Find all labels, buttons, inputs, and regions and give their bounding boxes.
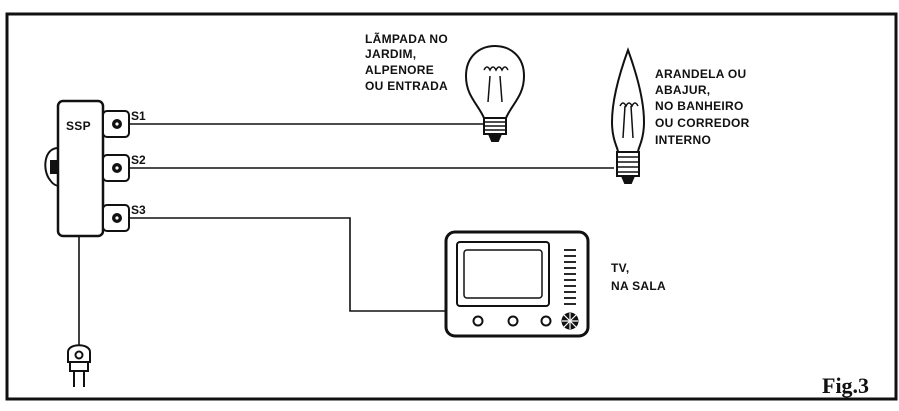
outlet-label-s2: S2 bbox=[131, 153, 146, 167]
outlet-s1 bbox=[102, 110, 130, 138]
bulb-label-line: ALPENORE bbox=[365, 63, 434, 77]
candle-label-line: ABAJUR, bbox=[655, 83, 710, 97]
ssp-device: SSP S1 S2 S3 bbox=[44, 99, 146, 238]
candle-bulb-icon bbox=[610, 47, 646, 184]
tv-label-line: NA SALA bbox=[611, 279, 666, 293]
candle-label-line: ARANDELA OU bbox=[655, 67, 747, 81]
tv-knob-icon bbox=[507, 315, 519, 327]
outlet-s2 bbox=[102, 154, 130, 182]
ssp-label: SSP bbox=[66, 119, 91, 133]
tv-knob-icon bbox=[472, 315, 484, 327]
bulb-label-line: OU ENTRADA bbox=[365, 79, 448, 93]
bulb-label: LÃMPADA NO JARDIM, ALPENORE OU ENTRADA bbox=[365, 31, 448, 93]
outlet-s3 bbox=[102, 204, 130, 232]
light-bulb-icon bbox=[464, 44, 526, 142]
tv-label: TV, NA SALA bbox=[611, 261, 666, 293]
bulb-label-line: JARDIM, bbox=[365, 47, 416, 61]
tv-label-line: TV, bbox=[611, 261, 629, 275]
diagram-border bbox=[5, 12, 898, 401]
outlet-label-s3: S3 bbox=[131, 203, 146, 217]
bulb-label-line: LÃMPADA NO bbox=[365, 31, 448, 46]
tv-knob-icon bbox=[540, 315, 552, 327]
tv-icon bbox=[444, 230, 590, 338]
candle-label-line: NO BANHEIRO bbox=[655, 99, 744, 113]
tv-scale bbox=[564, 249, 576, 305]
speaker-grille-icon bbox=[561, 312, 579, 330]
wires bbox=[78, 123, 614, 345]
candle-label: ARANDELA OU ABAJUR, NO BANHEIRO OU CORRE… bbox=[655, 67, 750, 147]
plug-icon bbox=[67, 344, 91, 387]
knob-dot bbox=[50, 160, 57, 174]
candle-label-line: OU CORREDOR bbox=[655, 116, 750, 130]
outlet-label-s1: S1 bbox=[131, 109, 146, 123]
figure-label: Fig.3 bbox=[822, 373, 869, 398]
wire-s3 bbox=[128, 217, 446, 312]
candle-label-line: INTERNO bbox=[655, 133, 711, 147]
